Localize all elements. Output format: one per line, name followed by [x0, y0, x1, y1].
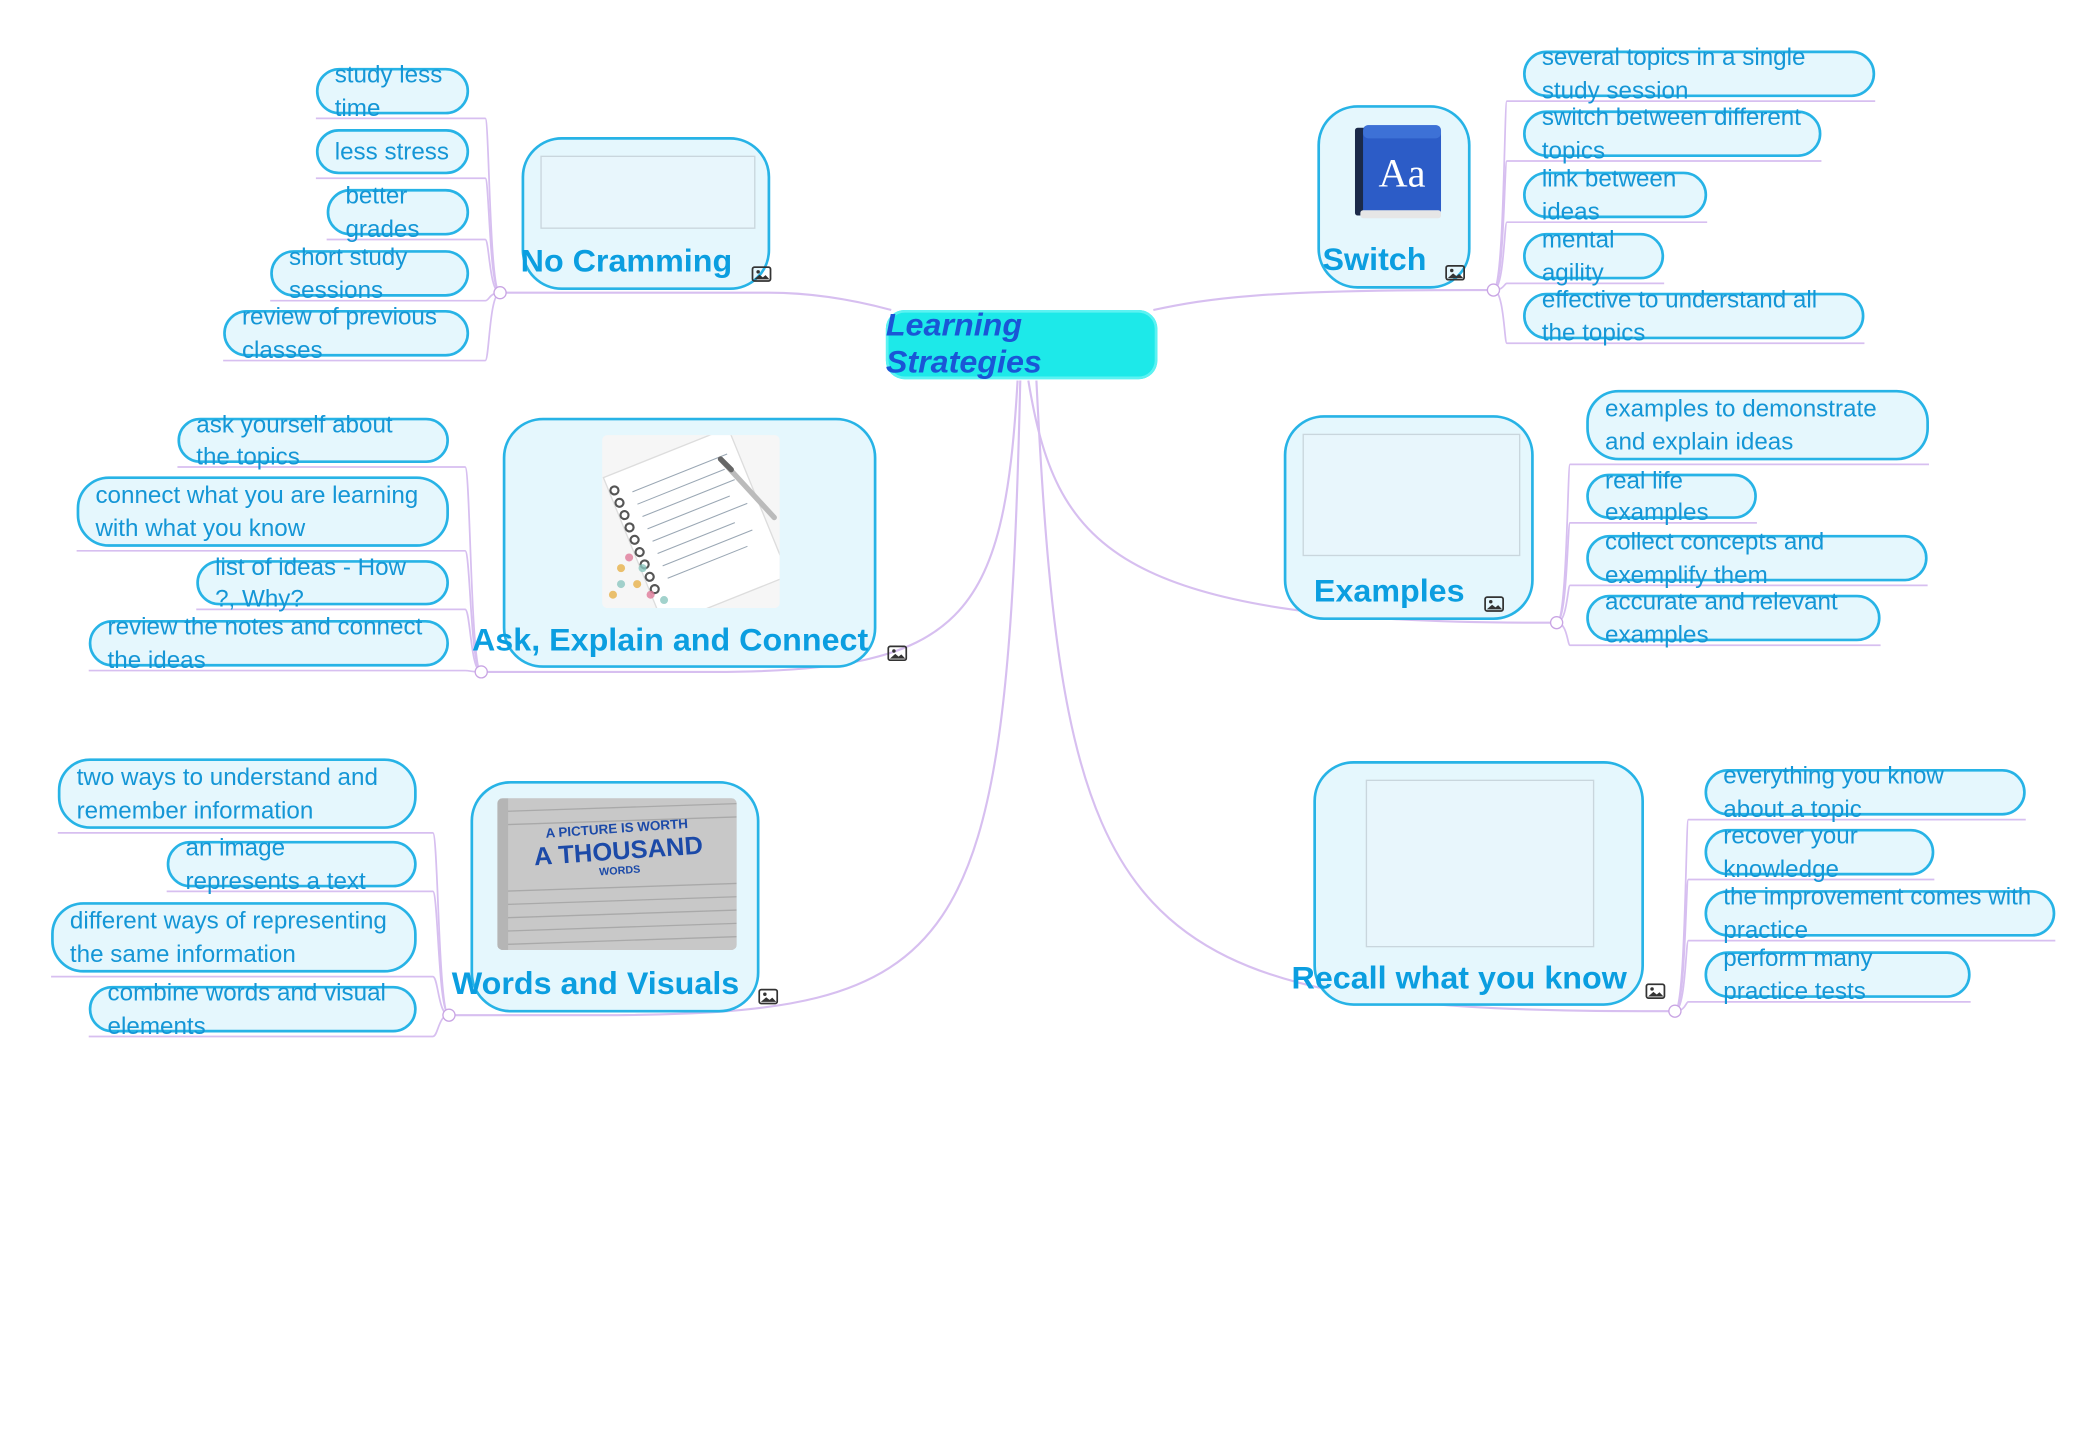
subtopic-words-visuals[interactable]: an image represents a text	[166, 834, 417, 893]
subtopic-label: combine words and visual elements	[107, 979, 386, 1039]
branch-junction[interactable]	[493, 286, 507, 300]
topic-ask-explain-connect[interactable]: Ask, Explain and Connect	[472, 417, 907, 668]
subtopic-label: better grades	[345, 182, 420, 242]
subtopic-label: everything you know about a topic	[1723, 762, 1944, 822]
image-icon[interactable]	[887, 633, 907, 662]
notebook-image	[602, 435, 780, 609]
subtopic-label: mental agility	[1541, 226, 1615, 286]
subtopic-words-visuals[interactable]: two ways to understand and remember info…	[57, 758, 417, 829]
subtopic-label: different ways of representing the same …	[69, 907, 387, 967]
topic-switch[interactable]: Aa Switch	[1317, 105, 1471, 289]
subtopic-label: ask yourself about the topics	[196, 410, 393, 470]
root-topic[interactable]: Learning Strategies	[885, 307, 1158, 381]
topic-title: Switch	[1322, 242, 1427, 279]
subtopic-switch[interactable]: link between ideas	[1523, 165, 1708, 224]
subtopic-label: recover your knowledge	[1723, 822, 1858, 882]
subtopic-recall[interactable]: the improvement comes with practice	[1704, 884, 2056, 943]
picture-worth-thousand-words-image: A PICTURE IS WORTH A THOUSAND WORDS	[497, 798, 737, 950]
topic-title: Words and Visuals	[451, 965, 740, 1002]
subtopic-label: the improvement comes with practice	[1723, 883, 2032, 943]
subtopic-switch[interactable]: mental agility	[1523, 226, 1665, 285]
subtopic-label: review the notes and connect the ideas	[107, 613, 423, 673]
topic-title: Examples	[1313, 573, 1465, 610]
subtopic-label: accurate and relevant examples	[1605, 588, 1838, 648]
subtopic-words-visuals[interactable]: different ways of representing the same …	[51, 902, 417, 973]
subtopic-examples[interactable]: real life examples	[1586, 467, 1757, 526]
subtopic-label: link between ideas	[1541, 165, 1677, 225]
image-icon[interactable]	[1445, 253, 1466, 281]
subtopic-recall[interactable]: everything you know about a topic	[1704, 763, 2026, 822]
topic-title: Ask, Explain and Connect	[472, 622, 869, 659]
subtopic-label: examples to demonstrate and explain idea…	[1605, 395, 1877, 455]
book-glyph: Aa	[1379, 150, 1426, 195]
branch-junction[interactable]	[442, 1008, 456, 1022]
subtopic-switch[interactable]: switch between different topics	[1523, 104, 1822, 163]
topic-recall[interactable]: Recall what you know	[1292, 761, 1666, 1006]
subtopic-ask-explain[interactable]: ask yourself about the topics	[177, 411, 449, 470]
topic-image-placeholder	[1302, 433, 1521, 557]
subtopic-ask-explain[interactable]: review the notes and connect the ideas	[88, 614, 449, 673]
subtopic-label: perform many practice tests	[1723, 944, 1873, 1004]
topic-examples[interactable]: Examples	[1283, 415, 1534, 621]
subtopic-switch[interactable]: several topics in a single study session	[1523, 44, 1876, 103]
subtopic-examples[interactable]: collect concepts and exemplify them	[1586, 528, 1928, 587]
image-icon[interactable]	[758, 977, 779, 1005]
topic-image-placeholder	[540, 155, 756, 229]
subtopic-label: an image represents a text	[185, 834, 366, 894]
subtopic-label: several topics in a single study session	[1541, 44, 1806, 104]
subtopic-no-cramming[interactable]: short study sessions	[270, 244, 470, 303]
subtopic-no-cramming[interactable]: less stress	[315, 129, 470, 175]
subtopic-recall[interactable]: recover your knowledge	[1704, 823, 1935, 881]
subtopic-label: real life examples	[1605, 466, 1709, 526]
image-icon[interactable]	[1483, 584, 1504, 612]
image-icon[interactable]	[1645, 971, 1666, 999]
subtopic-ask-explain[interactable]: connect what you are learning with what …	[76, 476, 449, 547]
subtopic-label: connect what you are learning with what …	[95, 481, 419, 541]
topic-title: Recall what you know	[1291, 960, 1627, 997]
subtopic-examples[interactable]: accurate and relevant examples	[1586, 588, 1881, 647]
subtopic-no-cramming[interactable]: study less time	[315, 61, 470, 120]
topic-no-cramming[interactable]: No Cramming	[520, 137, 771, 291]
topic-words-visuals[interactable]: A PICTURE IS WORTH A THOUSAND WORDS Word…	[452, 780, 779, 1013]
branch-junction[interactable]	[1668, 1004, 1682, 1018]
branch-junction[interactable]	[1486, 283, 1501, 297]
subtopic-label: two ways to understand and remember info…	[76, 763, 378, 823]
subtopic-label: switch between different topics	[1541, 104, 1801, 163]
branch-junction[interactable]	[1549, 616, 1564, 630]
subtopic-words-visuals[interactable]: combine words and visual elements	[88, 980, 417, 1038]
subtopic-no-cramming[interactable]: better grades	[326, 183, 470, 241]
topic-title: No Cramming	[520, 243, 733, 280]
branch-junction[interactable]	[474, 665, 488, 679]
image-icon[interactable]	[751, 254, 771, 282]
subtopic-label: collect concepts and exemplify them	[1605, 528, 1825, 588]
subtopic-examples[interactable]: examples to demonstrate and explain idea…	[1586, 389, 1929, 461]
image-caption-line3: WORDS	[599, 864, 641, 879]
root-label: Learning Strategies	[885, 307, 1042, 381]
topic-image-placeholder	[1365, 779, 1595, 948]
subtopic-no-cramming[interactable]: review of previous classes	[223, 304, 470, 363]
subtopic-label: review of previous classes	[241, 303, 437, 363]
dictionary-book-icon: Aa	[1350, 122, 1444, 223]
subtopic-label: effective to understand all the topics	[1541, 286, 1818, 346]
subtopic-label: list of ideas - How ?, Why?	[215, 553, 407, 613]
subtopic-switch[interactable]: effective to understand all the topics	[1523, 286, 1865, 345]
subtopic-label: study less time	[334, 61, 443, 121]
subtopic-recall[interactable]: perform many practice tests	[1704, 945, 1971, 1004]
subtopic-label: short study sessions	[289, 243, 408, 303]
subtopic-label: less stress	[334, 138, 450, 165]
subtopic-ask-explain[interactable]: list of ideas - How ?, Why?	[196, 553, 449, 612]
